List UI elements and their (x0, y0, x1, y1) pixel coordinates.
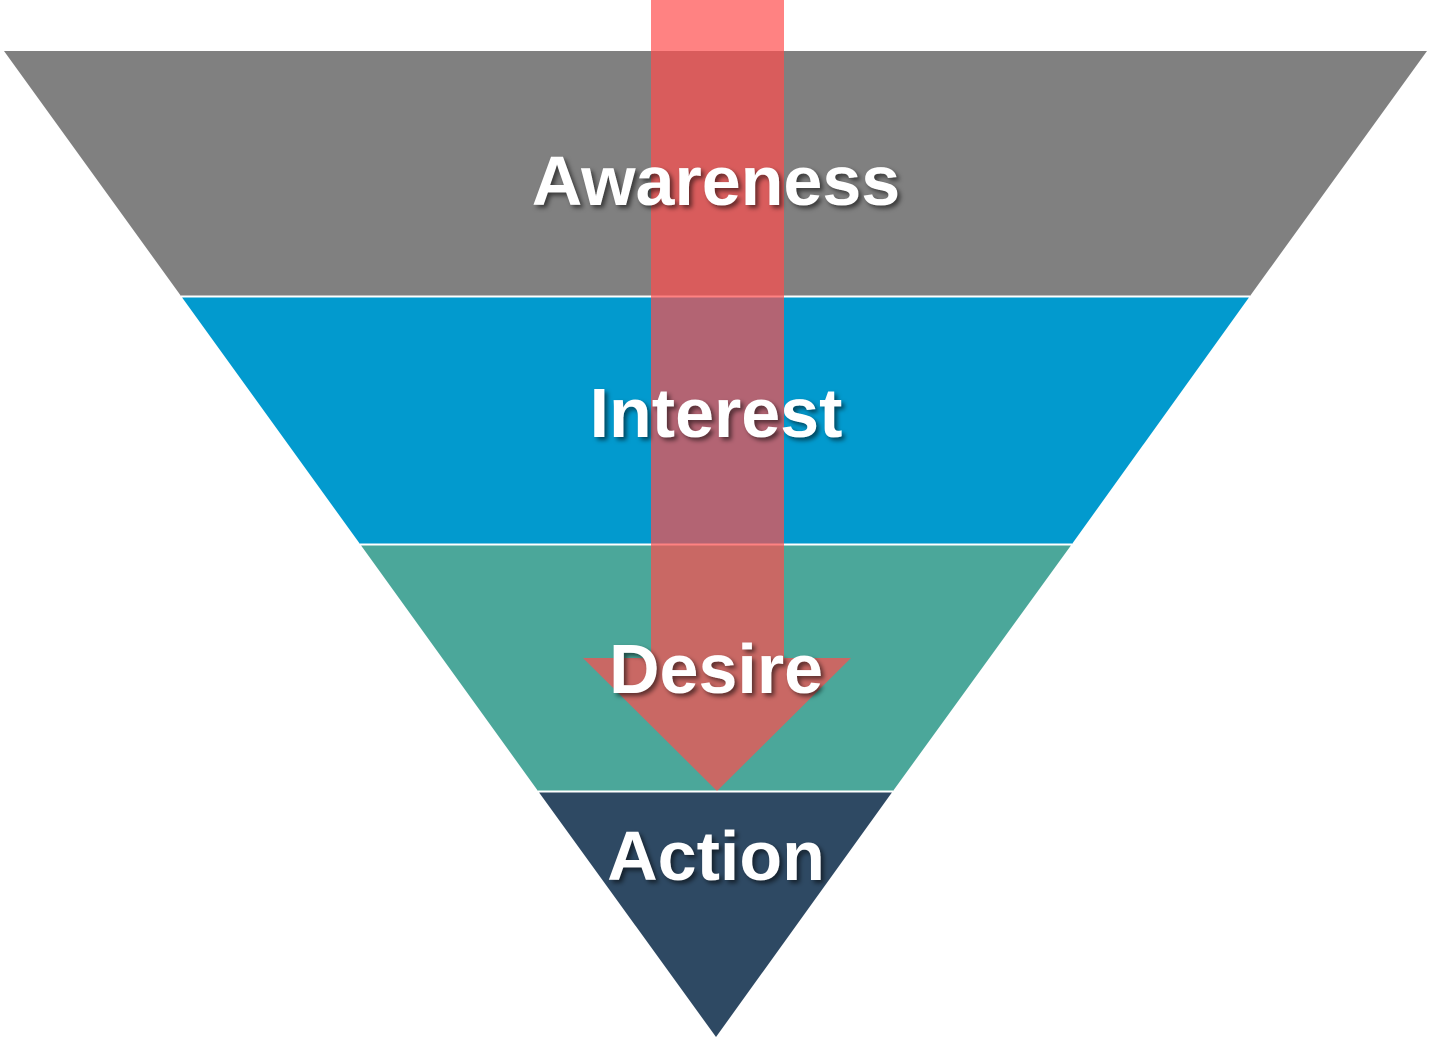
action-label: Action (607, 817, 825, 895)
awareness-label: Awareness (532, 142, 900, 220)
down-arrow-icon (583, 0, 851, 791)
action-band (538, 791, 893, 1037)
funnel-bands (4, 51, 1427, 1037)
interest-label: Interest (590, 374, 843, 452)
stage-labels: Awareness Interest Desire Action (532, 142, 900, 895)
desire-label: Desire (609, 630, 823, 708)
